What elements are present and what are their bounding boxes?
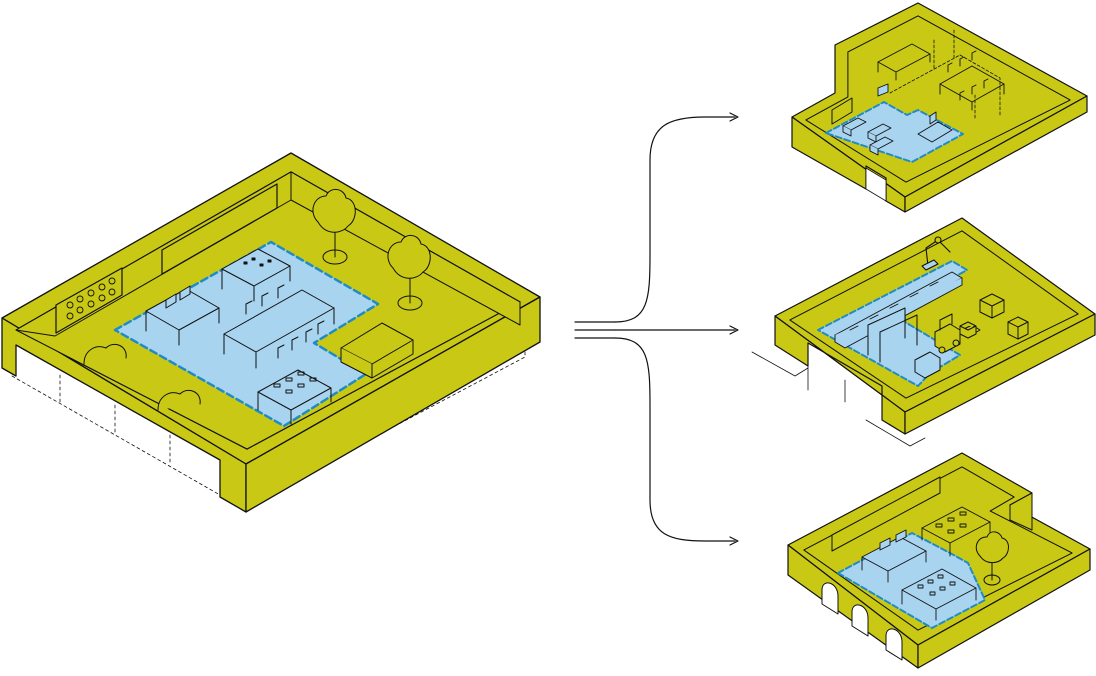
branch-production-space: [751, 217, 1096, 447]
lounge-sofas-icon: [842, 117, 894, 156]
branch-line-top: [614, 116, 736, 323]
studio-bench-icon: [921, 506, 991, 557]
arrowhead-icon: [729, 325, 739, 335]
studio-arches: [821, 582, 903, 661]
studio-wall-front-right: [917, 548, 1091, 669]
office-wall-screen: [831, 97, 853, 125]
branch-studio-space: [787, 452, 1091, 669]
workshop-ground-lines: [751, 351, 926, 447]
office-glass-partition: [889, 29, 1001, 119]
studio-right-wall-step: [1009, 492, 1033, 531]
office-desk-row-icon: [877, 43, 1005, 111]
robotic-arm-icon: [921, 236, 951, 271]
branch-office-space: [791, 2, 1088, 213]
arrowhead-icon: [729, 536, 739, 546]
office-wall-front-right: [904, 95, 1088, 213]
office-zone: [825, 101, 964, 163]
studio-display-table-icon: [901, 568, 977, 621]
wall-board: [161, 183, 278, 275]
desk-with-monitors: [145, 285, 220, 346]
branch-line-bottom: [614, 337, 736, 542]
office-door: [865, 167, 887, 202]
branch-connector: [574, 112, 739, 546]
source-space: [1, 152, 541, 513]
source-lines: [574, 321, 616, 339]
arrowhead-icon: [729, 112, 739, 122]
studio-wall-board: [831, 476, 941, 552]
potted-tree-icon: [312, 189, 356, 265]
workshop-wall-front-right: [904, 313, 1096, 435]
gantry-machine-icon: [867, 307, 941, 379]
storage-boxes-icon: [959, 293, 1029, 340]
long-meeting-table: [223, 284, 335, 369]
shrub-icon: [83, 343, 201, 411]
office-workstations-icon: [877, 83, 953, 143]
potted-tree-icon: [975, 531, 1009, 586]
source-space-wall-front-right: [245, 296, 541, 513]
workshop-floor: [789, 230, 1079, 399]
display-table: [257, 369, 332, 425]
workbench-with-tools: [221, 248, 291, 302]
side-table: [340, 322, 414, 379]
pegboard-panel: [55, 267, 123, 334]
studio-desk-icon: [861, 529, 927, 583]
potted-tree-icon: [387, 235, 431, 311]
